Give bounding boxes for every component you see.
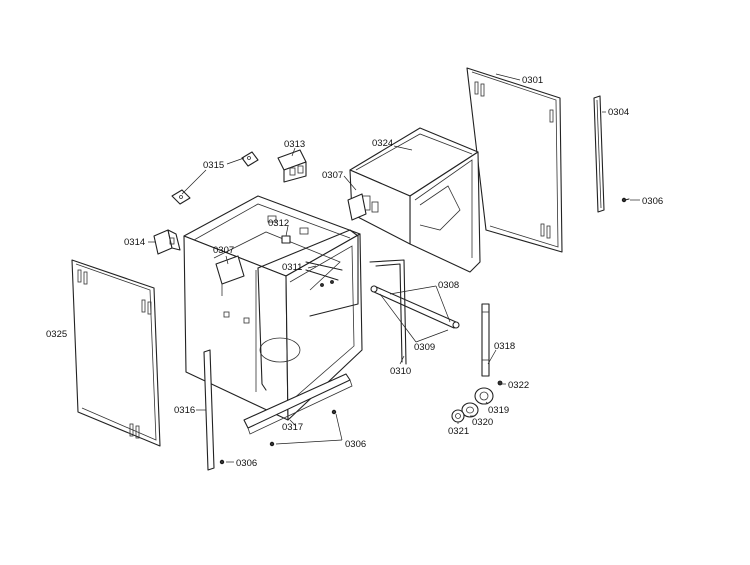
part-0317-base[interactable] xyxy=(243,373,353,435)
part-0325-side-panel[interactable] xyxy=(71,259,161,447)
label-0306-bottom: 0306 xyxy=(345,439,366,450)
part-0315-clip-upper[interactable] xyxy=(241,151,259,167)
part-0306-screw[interactable] xyxy=(621,197,630,203)
label-0315: 0315 xyxy=(203,160,224,171)
part-labels: 0301 0304 0306 0324 0307 0313 0315 0312 … xyxy=(46,75,663,469)
part-0310-gasket[interactable] xyxy=(369,259,407,365)
label-0314: 0314 xyxy=(124,237,145,248)
label-0306-top: 0306 xyxy=(642,196,663,207)
label-0319: 0319 xyxy=(488,405,509,416)
part-0311-rods[interactable] xyxy=(305,261,343,287)
label-0311: 0311 xyxy=(282,262,302,273)
label-0301: 0301 xyxy=(522,75,543,86)
label-0310: 0310 xyxy=(390,366,411,377)
label-0321: 0321 xyxy=(448,426,469,437)
part-0313-bracket[interactable] xyxy=(277,149,307,183)
label-0313: 0313 xyxy=(284,139,305,150)
label-0318: 0318 xyxy=(494,341,515,352)
label-0308: 0308 xyxy=(438,280,459,291)
part-0321-washer[interactable] xyxy=(451,409,465,423)
part-0320-nut[interactable] xyxy=(461,402,479,418)
label-0306-left: 0306 xyxy=(236,458,257,469)
part-0314-bracket[interactable] xyxy=(153,229,181,255)
part-0316-strip[interactable] xyxy=(203,349,215,471)
part-0306-screw-bottom[interactable] xyxy=(219,409,337,465)
label-0320: 0320 xyxy=(472,417,493,428)
label-0317: 0317 xyxy=(282,422,303,433)
label-0312: 0312 xyxy=(268,218,289,229)
part-0307-bracket-right[interactable] xyxy=(347,193,367,221)
label-0309: 0309 xyxy=(414,342,435,353)
label-0307-left: 0307 xyxy=(213,245,234,256)
label-0322: 0322 xyxy=(508,380,529,391)
part-0324-top-frame[interactable] xyxy=(349,127,481,273)
label-0304: 0304 xyxy=(608,107,629,118)
part-0307-bracket-left[interactable] xyxy=(215,255,245,296)
part-0308-rail[interactable] xyxy=(370,285,460,329)
part-0318-pipe[interactable] xyxy=(481,303,490,377)
part-0322-screw[interactable] xyxy=(497,380,503,386)
part-0304-strip[interactable] xyxy=(593,95,605,213)
label-0316: 0316 xyxy=(174,405,195,416)
part-0301-side-panel[interactable] xyxy=(466,67,563,253)
label-0307-right: 0307 xyxy=(322,170,343,181)
label-0324: 0324 xyxy=(372,138,393,149)
part-door-seal[interactable] xyxy=(257,229,359,391)
part-0312[interactable] xyxy=(281,235,291,244)
part-0319-valve[interactable] xyxy=(474,387,494,405)
leader-lines xyxy=(148,73,640,463)
label-0325: 0325 xyxy=(46,329,67,340)
part-0315-clip-lower[interactable] xyxy=(171,189,191,205)
